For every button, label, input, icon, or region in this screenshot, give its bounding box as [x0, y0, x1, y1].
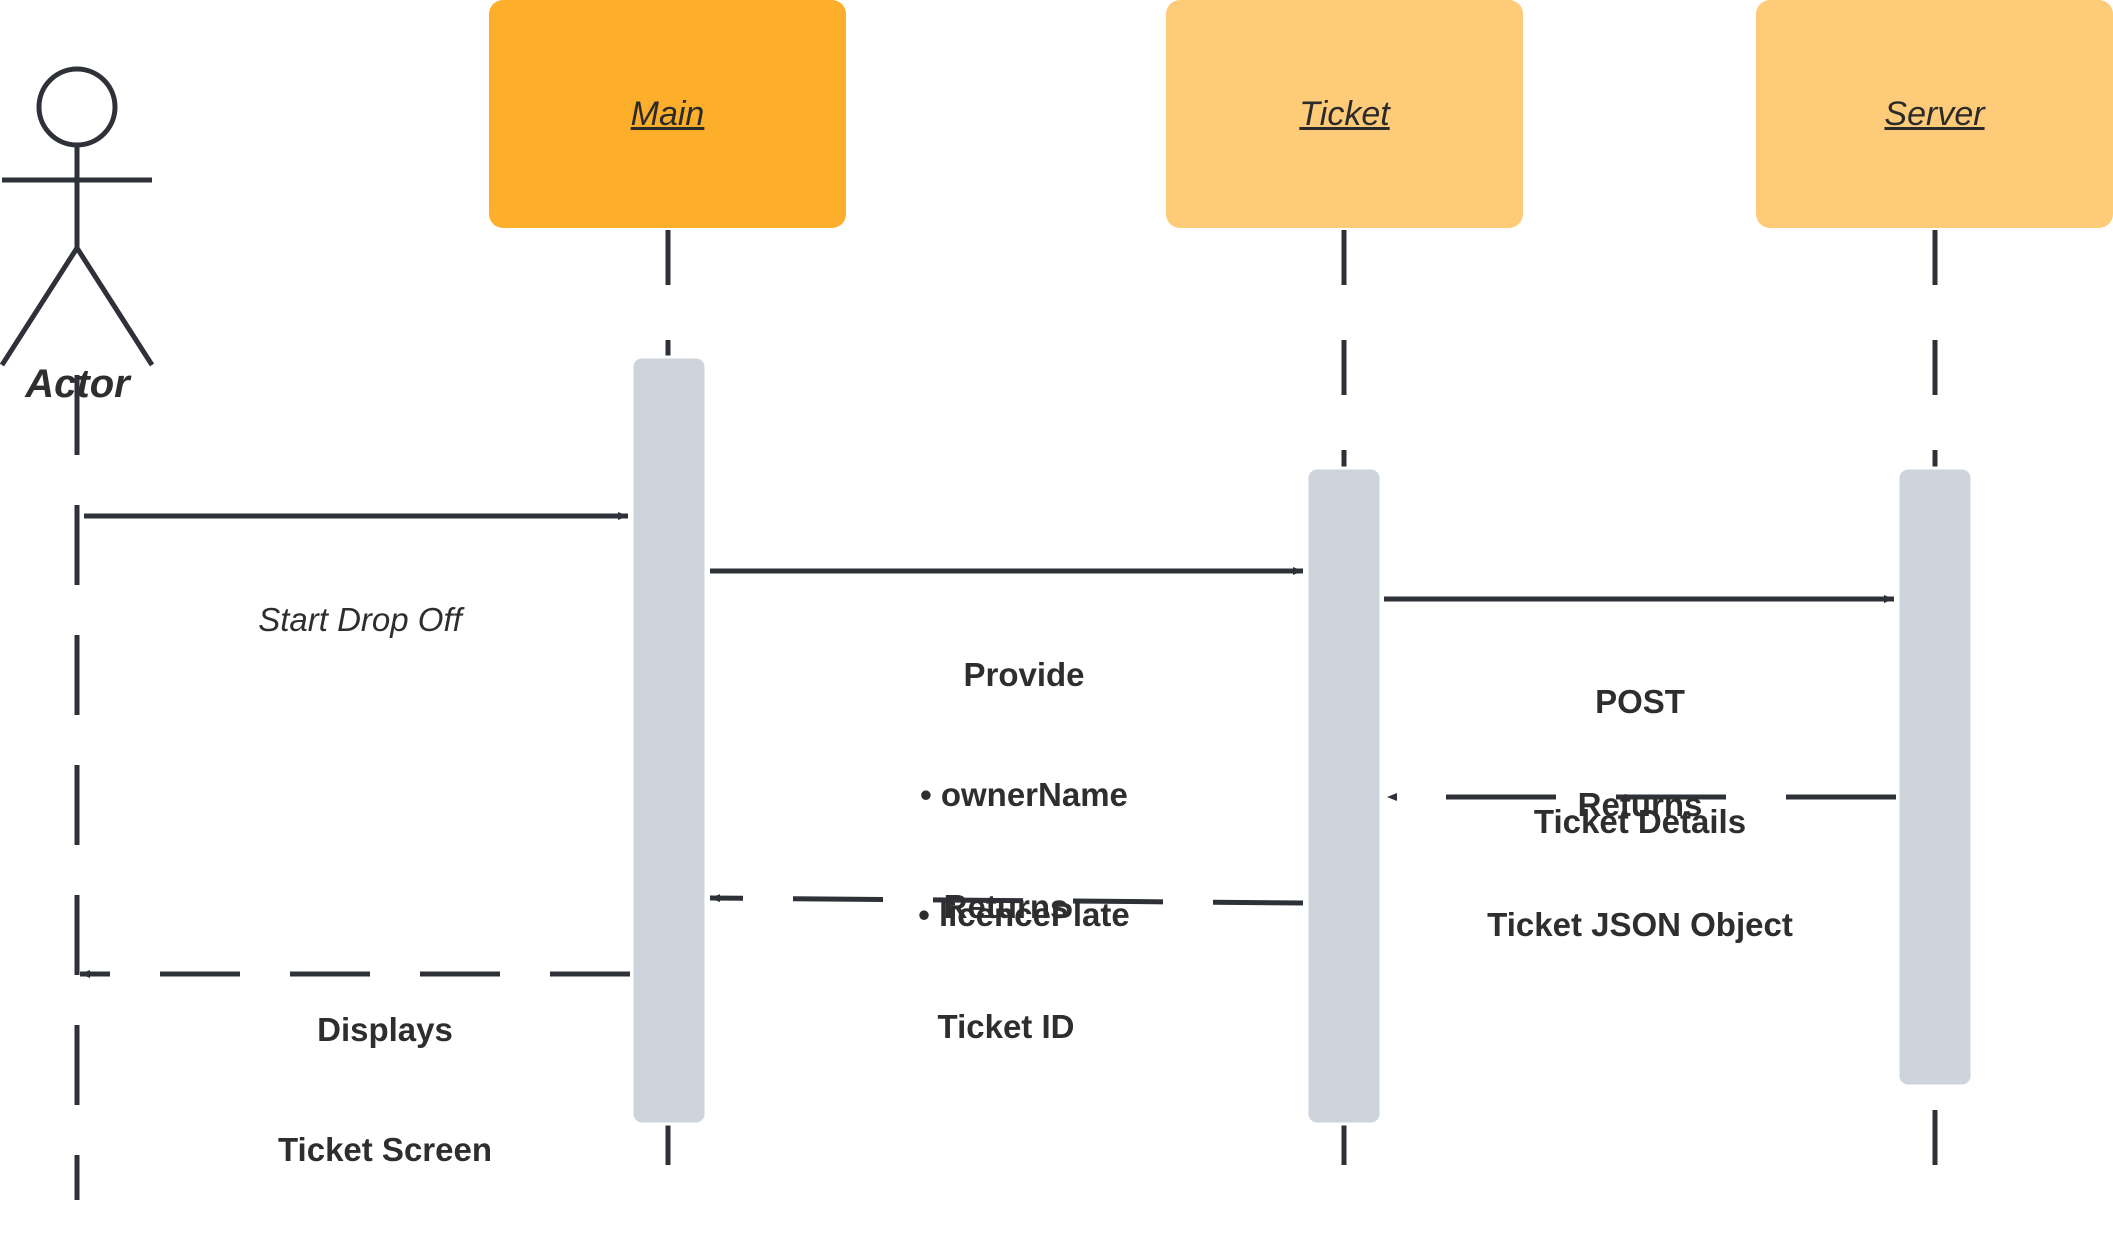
message-label-post: POST Ticket Details — [1533, 683, 1747, 840]
lifeline-label-server: Server — [1884, 94, 1985, 133]
message-label-returns-id: Returns Ticket ID — [937, 888, 1075, 1045]
message-label-provide: Provide • ownerName • licencePlate — [918, 656, 1130, 933]
sequence-diagram: Main Ticket Server Actor Start Drop Off … — [0, 0, 2113, 1200]
ticket-activation-bar — [1305, 466, 1383, 1126]
lifeline-label-main: Main — [630, 94, 705, 133]
stick-figure-icon — [0, 66, 155, 367]
message-label-displays: Displays Ticket Screen — [277, 1011, 493, 1168]
lifeline-label-ticket: Ticket — [1299, 94, 1390, 133]
message-label-start-drop-off: Start Drop Off — [258, 601, 462, 638]
message-arrow-returns-id — [709, 894, 1304, 906]
lifeline-head-main: Main — [489, 0, 846, 228]
lifeline-head-server: Server — [1756, 0, 2113, 228]
diagram-lines — [0, 66, 1974, 1200]
message-label-returns-json: Returns Ticket JSON Object — [1487, 786, 1793, 943]
actor-label: Actor — [25, 362, 130, 406]
server-activation-bar — [1896, 466, 1974, 1088]
main-activation-bar — [630, 355, 708, 1126]
lifeline-head-ticket: Ticket — [1166, 0, 1523, 228]
